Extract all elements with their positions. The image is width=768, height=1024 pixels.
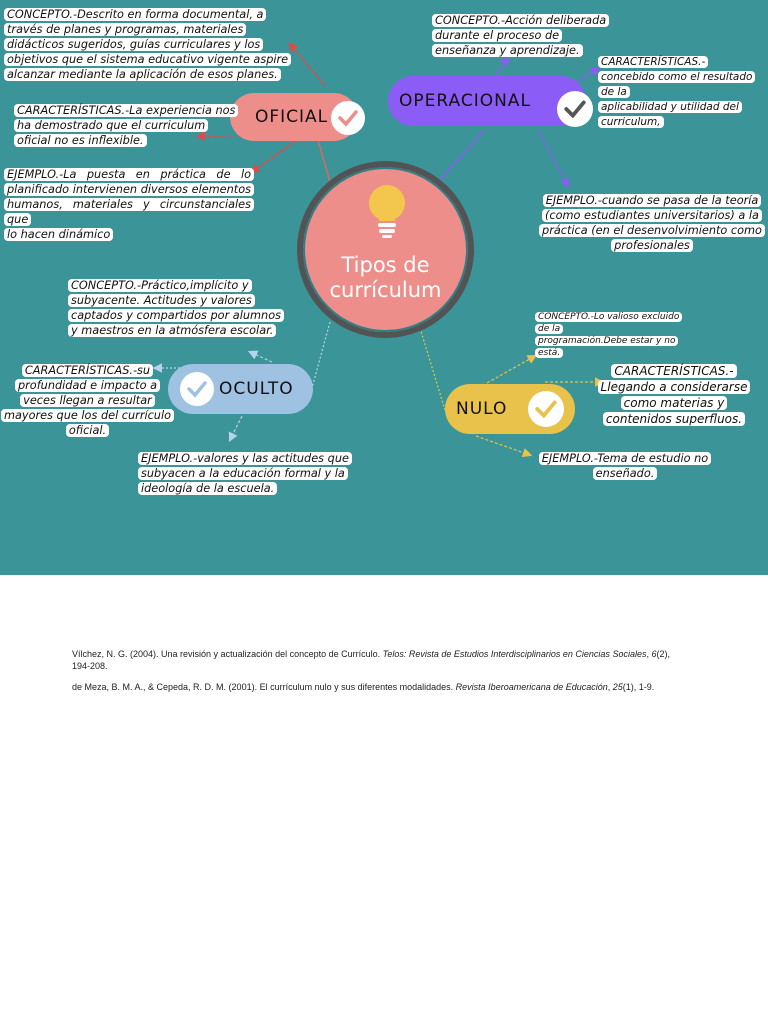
- branch-label: OPERACIONAL: [399, 91, 531, 111]
- branch-operacional: OPERACIONAL: [388, 76, 586, 126]
- oficial-concepto: CONCEPTO.-Descrito en forma documental, …: [4, 7, 294, 82]
- oficial-caracteristicas: CARACTERÍSTICAS.-La experiencia nos ha d…: [14, 103, 244, 148]
- mind-map-canvas: Tipos de currículum OFICIAL CONCEPTO.-De…: [0, 0, 768, 575]
- central-topic: Tipos de currículum: [297, 161, 474, 338]
- check-icon: [557, 91, 593, 127]
- link-operacional-concepto: [494, 56, 510, 77]
- reference-2: de Meza, B. M. A., & Cepeda, R. D. M. (2…: [72, 682, 655, 692]
- link-hub-oficial: [317, 139, 331, 183]
- link-hub-nulo: [419, 327, 446, 411]
- nulo-ejemplo: EJEMPLO.-Tema de estudio no enseñado.: [535, 451, 715, 481]
- link-oficial-ejemplo: [250, 137, 301, 174]
- link-hub-oculto: [311, 321, 331, 389]
- lightbulb-icon: [369, 185, 405, 238]
- check-icon: [528, 391, 564, 427]
- operacional-concepto: CONCEPTO.-Acción deliberada durante el p…: [432, 13, 622, 58]
- link-nulo-concepto: [486, 354, 538, 384]
- branch-label: NULO: [456, 399, 508, 419]
- link-nulo-ejemplo: [475, 435, 533, 458]
- link-operacional-caracteristicas: [577, 66, 600, 83]
- check-icon: [331, 101, 365, 135]
- oficial-ejemplo: EJEMPLO.-La puesta en práctica de lo pla…: [4, 167, 254, 242]
- branch-label: OFICIAL: [255, 107, 329, 127]
- link-oficial-concepto: [288, 42, 326, 87]
- branch-label: OCULTO: [219, 379, 294, 399]
- operacional-ejemplo: EJEMPLO.-cuando se pasa de la teoría (co…: [537, 193, 767, 253]
- oculto-concepto: CONCEPTO.-Práctico,implícito y subyacent…: [68, 278, 288, 338]
- nulo-caracteristicas: CARACTERÍSTICAS.- Llegando a considerars…: [594, 363, 754, 427]
- nulo-concepto: CONCEPTO.-Lo valioso excluido de la prog…: [535, 311, 695, 359]
- oculto-ejemplo: EJEMPLO.-valores y las actitudes que sub…: [138, 451, 358, 496]
- check-icon: [180, 372, 214, 406]
- central-title: Tipos de currículum: [329, 253, 442, 302]
- link-oculto-concepto: [247, 350, 273, 363]
- connector-lines: [152, 42, 605, 458]
- link-hub-operacional: [439, 129, 486, 181]
- link-oculto-ejemplo: [228, 415, 243, 443]
- link-operacional-ejemplo: [537, 129, 570, 189]
- reference-1: Vílchez, N. G. (2004). Una revisión y ac…: [72, 649, 670, 671]
- operacional-caracteristicas: CARACTERÍSTICAS.- concebido como el resu…: [598, 55, 766, 130]
- oculto-caracteristicas: CARACTERÍSTICAS.-su profundidad e impact…: [0, 363, 175, 438]
